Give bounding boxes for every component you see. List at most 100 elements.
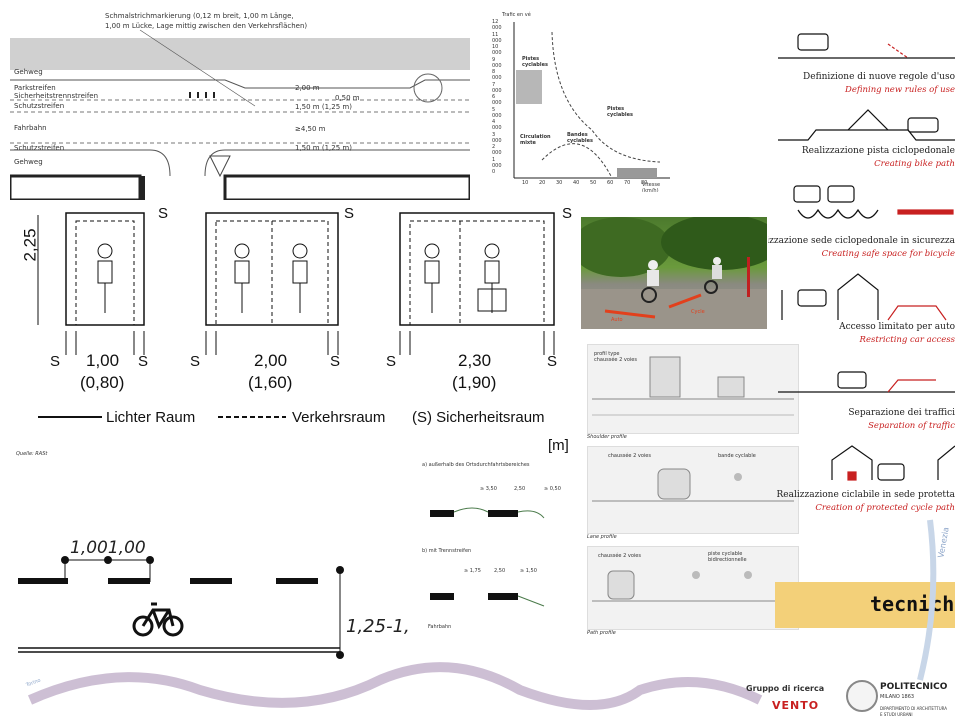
unit-label: [m] bbox=[548, 437, 569, 454]
width-2: 2,00 bbox=[254, 351, 288, 370]
dim-2-00: 2,00 m bbox=[295, 84, 320, 92]
s-bottom-2: S bbox=[138, 353, 149, 370]
chart-xtick: 50 bbox=[590, 180, 597, 186]
clearance-drawing bbox=[37, 212, 555, 418]
road-plan-diagram: Schmalstrichmarkierung (0,12 m breit, 1,… bbox=[10, 8, 470, 200]
sections-drawing bbox=[430, 507, 545, 607]
chart-ytick: 0 bbox=[492, 169, 496, 175]
step-caption-it: Separazione dei traffici bbox=[848, 408, 955, 418]
chart-ytick: 6 000 bbox=[492, 94, 502, 106]
marking-lateral: 1,25-1, bbox=[346, 616, 410, 637]
chart-ytick: 11 000 bbox=[492, 31, 502, 44]
chart-ytick: 3 000 bbox=[492, 131, 502, 144]
lane-drawing bbox=[592, 468, 794, 502]
chart-ytick: 10 000 bbox=[492, 44, 502, 56]
profile-shoulder-title: profil type chaussée 2 voies bbox=[594, 351, 637, 363]
chart-xtick: 20 bbox=[539, 180, 546, 186]
step-caption-en: Creating bike path bbox=[874, 159, 955, 169]
step-caption-it: Realizzazione sede ciclopedonale in sicu… bbox=[768, 236, 955, 246]
section-b-d3: ≥ 1,50 bbox=[520, 568, 537, 574]
s-bottom-1: S bbox=[50, 353, 61, 370]
chart-ytick: 8 000 bbox=[492, 69, 502, 81]
chart-xtick: 30 bbox=[556, 180, 563, 186]
label-schutz-1: Schutzstreifen bbox=[14, 102, 65, 110]
vento-logo: VENTO bbox=[772, 699, 820, 712]
profile-path-caption: Path profile bbox=[587, 630, 616, 636]
note-line-2: 1,00 m Lücke, Lage mittig zwischen den V… bbox=[105, 22, 308, 30]
profile-lane-caption: Lane profile bbox=[587, 534, 617, 540]
chart-xtick: 70 bbox=[624, 180, 631, 186]
chart-ytick: 2 000 bbox=[492, 144, 502, 156]
photo-drawing bbox=[581, 217, 767, 329]
s-top-2: S bbox=[344, 205, 355, 222]
label-fahrbahn: Fahrbahn bbox=[14, 124, 47, 132]
politecnico-label: POLITECNICO bbox=[880, 682, 948, 692]
chart-ylabel: Trafic en vé bbox=[502, 12, 531, 18]
chart-ytick: 4 000 bbox=[492, 119, 502, 131]
label-gehweg-top: Gehweg bbox=[14, 68, 43, 76]
s-top-3: S bbox=[562, 205, 573, 222]
bike-lane-marking: 1,001,00 1,25-1, bbox=[10, 530, 420, 665]
section-b-d1: ≥ 1,75 bbox=[464, 568, 481, 574]
milano-label: MILANO 1863 bbox=[880, 694, 915, 700]
chart-ytick: 5 000 bbox=[492, 106, 502, 119]
marking-dims: 1,001,00 bbox=[70, 538, 146, 558]
marking-drawing bbox=[18, 556, 344, 659]
section-a-d3: ≥ 0,50 bbox=[544, 486, 561, 492]
profile-shoulder: profil type chaussée 2 voies bbox=[587, 344, 799, 434]
chart-drawing bbox=[513, 22, 670, 179]
note-line-1: Schmalstrichmarkierung (0,12 m breit, 1,… bbox=[105, 12, 294, 20]
step-caption-en: Creating safe space for bicycle bbox=[821, 249, 955, 259]
step-caption-it: Definizione di nuove regole d'uso bbox=[803, 72, 955, 82]
photo-label-auto: Auto bbox=[611, 317, 623, 323]
dipartimento-line-2: E STUDI URBANI bbox=[880, 712, 913, 717]
step-caption-it: Realizzazione ciclabile in sede protetta bbox=[776, 490, 955, 500]
path-drawing bbox=[592, 570, 794, 602]
step-caption-it: Accesso limitato per auto bbox=[839, 322, 955, 332]
label-schutz-2: Schutzstreifen bbox=[14, 144, 65, 152]
chart-xtick: 40 bbox=[573, 180, 580, 186]
profile-path-right: piste cyclable bidirectionnelle bbox=[708, 551, 747, 563]
legend-verkehr: Verkehrsraum bbox=[292, 409, 386, 426]
chart-xtick: 60 bbox=[607, 180, 614, 186]
height-label: 2,25 bbox=[20, 228, 40, 262]
chart-xtick: 80 bbox=[641, 180, 648, 186]
s-bottom-4: S bbox=[330, 353, 341, 370]
road-plan-drawing bbox=[10, 29, 470, 200]
profile-path-left: chaussée 2 voies bbox=[598, 553, 641, 559]
dim-4-50: ≥4,50 m bbox=[295, 125, 326, 133]
source-label: Quelle: RASt bbox=[16, 451, 48, 457]
profile-path: chaussée 2 voies piste cyclable bidirect… bbox=[587, 546, 799, 630]
profile-lane: chaussée 2 voies bande cyclable bbox=[587, 446, 799, 534]
step-caption-en: Defining new rules of use bbox=[845, 85, 955, 95]
width-3: 2,30 bbox=[458, 351, 492, 370]
cyclists-photo: Auto Cycle bbox=[581, 217, 767, 329]
section-b-d2: 2,50 bbox=[494, 568, 506, 574]
zone-mixte: Circulation mixte bbox=[520, 134, 551, 146]
section-a-d2: 2,50 bbox=[514, 486, 526, 492]
label-gehweg-bottom: Gehweg bbox=[14, 158, 43, 166]
legend-sicher: (S) Sicherheitsraum bbox=[412, 409, 545, 426]
label-sicherheit: Sicherheitstrennstreifen bbox=[14, 92, 99, 100]
profile-lane-right: bande cyclable bbox=[718, 453, 756, 459]
banner-title: tecniche bbox=[870, 592, 955, 616]
torino-label: Torino bbox=[25, 677, 42, 689]
french-profiles: profil type chaussée 2 voies Shoulder pr… bbox=[581, 342, 801, 640]
section-a-d1: ≥ 3,50 bbox=[480, 486, 497, 492]
s-top-1: S bbox=[158, 205, 169, 222]
profile-lane-left: chaussée 2 voies bbox=[608, 453, 651, 459]
chart-ytick: 7 000 bbox=[492, 81, 502, 94]
width-3-alt: (1,90) bbox=[452, 373, 497, 392]
politecnico-seal-icon bbox=[846, 680, 878, 712]
step-caption-en: Restricting car access bbox=[859, 335, 955, 345]
chart-ytick: 9 000 bbox=[492, 56, 502, 69]
s-bottom-6: S bbox=[547, 353, 558, 370]
legend-lichter: Lichter Raum bbox=[106, 409, 196, 426]
zone-bandes: Bandes cyclables bbox=[567, 132, 593, 144]
section-b-label: b) mit Trennstreifen bbox=[422, 548, 472, 554]
photo-label-cycle: Cycle bbox=[691, 309, 705, 315]
steps-drawing bbox=[778, 33, 955, 481]
chart-xlabel: Vitesse (km/h) bbox=[642, 182, 661, 192]
